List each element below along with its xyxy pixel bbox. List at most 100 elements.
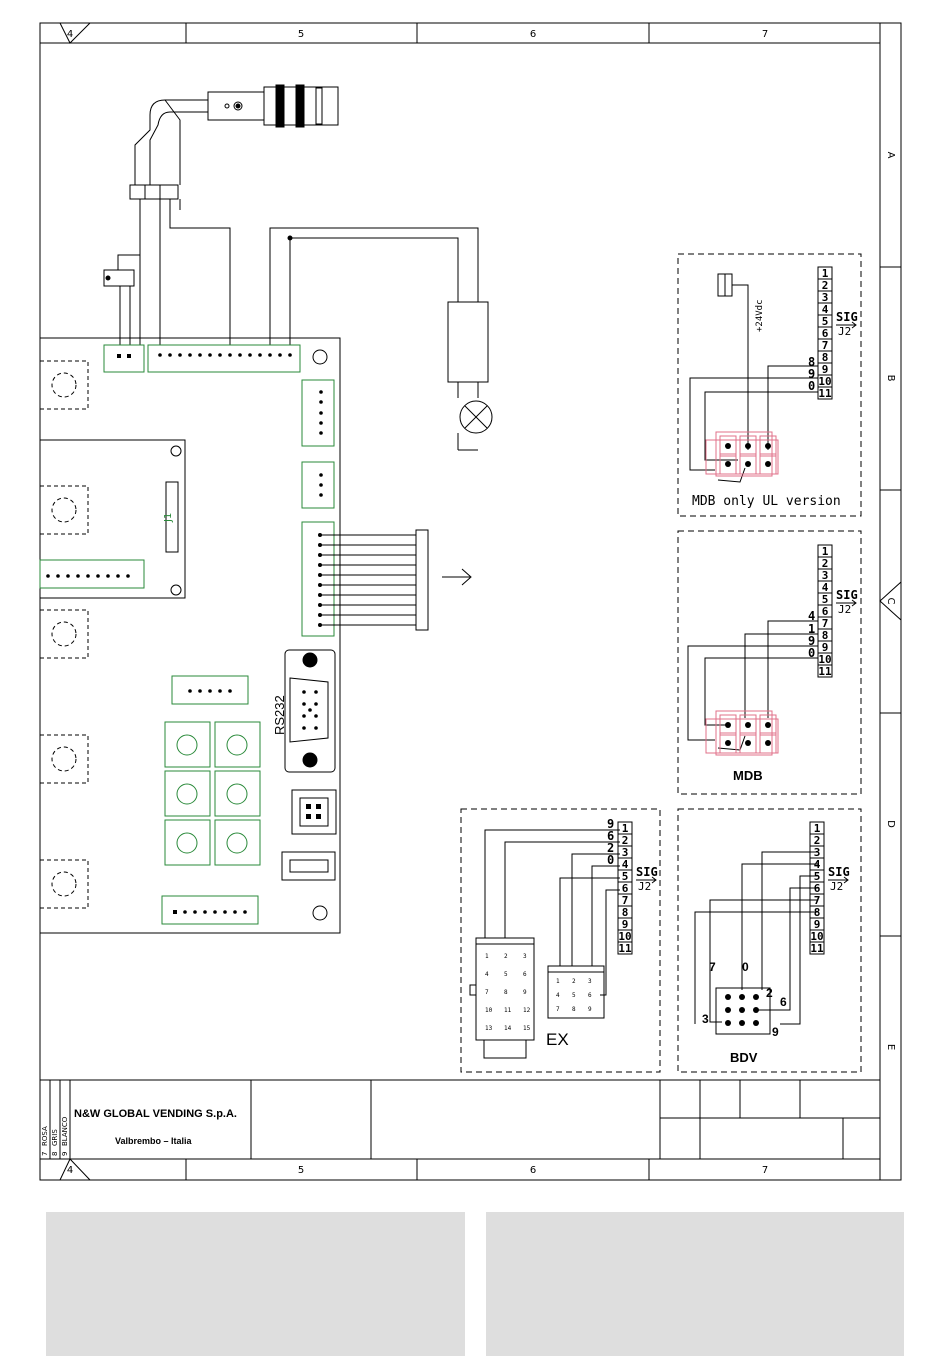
button [214, 770, 261, 817]
col-label: 6 [530, 29, 536, 40]
ex-pin-number: 6 [523, 971, 527, 978]
col-label: 5 [298, 29, 304, 40]
sig-label: SIG [836, 588, 858, 602]
pin-number: 8 [822, 629, 829, 642]
pin-number: 10 [810, 930, 823, 943]
pin-number: 9 [814, 918, 821, 931]
company-name: N&W GLOBAL VENDING S.p.A. [74, 1108, 237, 1120]
sig-label: SIG [836, 310, 858, 324]
pin-number: 10 [618, 930, 631, 943]
frame-labels: 4 5 6 7 4 5 6 7 A B C D E [67, 29, 896, 1176]
wire-label: 0 [607, 853, 614, 867]
pin-number: 6 [822, 605, 829, 618]
wire-label: 9 [772, 1025, 779, 1039]
legend-color: ROSA [41, 1126, 49, 1146]
mdb-ul-title: MDB only UL version [692, 494, 841, 509]
wire-label: 9 [808, 634, 815, 648]
pin-number: 8 [822, 351, 829, 364]
connector-j1 [165, 481, 179, 553]
col-label: 7 [762, 29, 768, 40]
ex-small-pin-number: 6 [588, 992, 592, 999]
button [164, 721, 211, 768]
row-label: A [885, 152, 896, 159]
bdv-box [677, 808, 862, 1073]
pin-strips: 1234567891011SIGJ21234567891011SIGJ21234… [617, 266, 858, 955]
pin-number: 5 [822, 315, 829, 328]
pin-number: 1 [822, 267, 829, 280]
j2-harness [320, 529, 472, 631]
pin-number: 6 [622, 882, 629, 895]
connector-j6 [171, 675, 249, 705]
pin-number: 3 [822, 291, 829, 304]
pin-number: 5 [822, 593, 829, 606]
company-location: Valbrembo – Italia [115, 1136, 193, 1146]
wire-label: 8 [808, 355, 815, 369]
connector-j2 [301, 521, 335, 637]
legend-color: BLANCO [61, 1116, 69, 1146]
pin-number: 8 [622, 906, 629, 919]
mdb-ul-diagram: +24Vdc 8 9 0 MDB only UL version [689, 273, 841, 509]
legend-num: 9 [61, 1152, 69, 1156]
pin-number: 4 [822, 303, 829, 316]
ex-small-pin-number: 3 [588, 978, 592, 985]
wire-label: 4 [808, 609, 815, 623]
pin-number: 7 [622, 894, 629, 907]
drawing-frame [39, 22, 902, 1181]
button [164, 819, 211, 866]
pin-number: 4 [622, 858, 629, 871]
pin-cell [809, 941, 825, 955]
voltage-label: +24Vdc [755, 299, 765, 332]
pin-cell [617, 941, 633, 955]
ex-small-pin-number: 5 [572, 992, 576, 999]
switch-connector [103, 344, 145, 373]
switch-icon [103, 269, 135, 287]
pin-number: 1 [622, 822, 629, 835]
wire-label: 3 [702, 1012, 709, 1026]
lamp-icon [459, 400, 493, 434]
col-label: 4 [67, 29, 73, 40]
ex-pin-number: 9 [523, 989, 527, 996]
pin-number: 6 [822, 327, 829, 340]
bdv-connector [715, 987, 771, 1035]
wire-label: 6 [607, 829, 614, 843]
j1-label: J1 [163, 513, 174, 523]
control-board: J1 RS232 [39, 337, 472, 934]
pin-number: 11 [810, 942, 824, 955]
pin-number: 1 [814, 822, 821, 835]
pin-number: 3 [822, 569, 829, 582]
row-label: C [885, 598, 896, 605]
ex-title: EX [546, 1030, 569, 1049]
pin-number: 9 [622, 918, 629, 931]
ex-pin-number: 3 [523, 953, 527, 960]
wire-label: 2 [766, 986, 773, 1000]
col-label: 5 [298, 1165, 304, 1176]
arrow-right-icon [836, 321, 857, 329]
wire-label: 9 [808, 367, 815, 381]
rs232-port [284, 649, 336, 773]
pin-number: 2 [822, 557, 829, 570]
legend-num: 8 [51, 1152, 59, 1156]
ex-pin-number: 8 [504, 989, 508, 996]
col-label: 4 [67, 1165, 73, 1176]
ex-small-pin-number: 2 [572, 978, 576, 985]
pin-number: 11 [818, 665, 832, 678]
bdv-title: BDV [730, 1050, 758, 1065]
pin-dots [46, 353, 323, 914]
row-label: E [885, 1044, 896, 1050]
relay-box [447, 301, 489, 383]
connector-j4 [301, 461, 335, 509]
mdb-box [677, 530, 862, 795]
ex-small-pin-number: 9 [588, 1006, 592, 1013]
pin-number: 9 [822, 363, 829, 376]
button [164, 770, 211, 817]
ex-pin-number: 15 [523, 1025, 531, 1032]
ex-small-pin-number: 1 [556, 978, 560, 985]
wire-label: 0 [808, 379, 815, 393]
pin-number: 5 [622, 870, 629, 883]
j2-label: J2 [838, 325, 851, 338]
pin-number: 7 [822, 617, 829, 630]
